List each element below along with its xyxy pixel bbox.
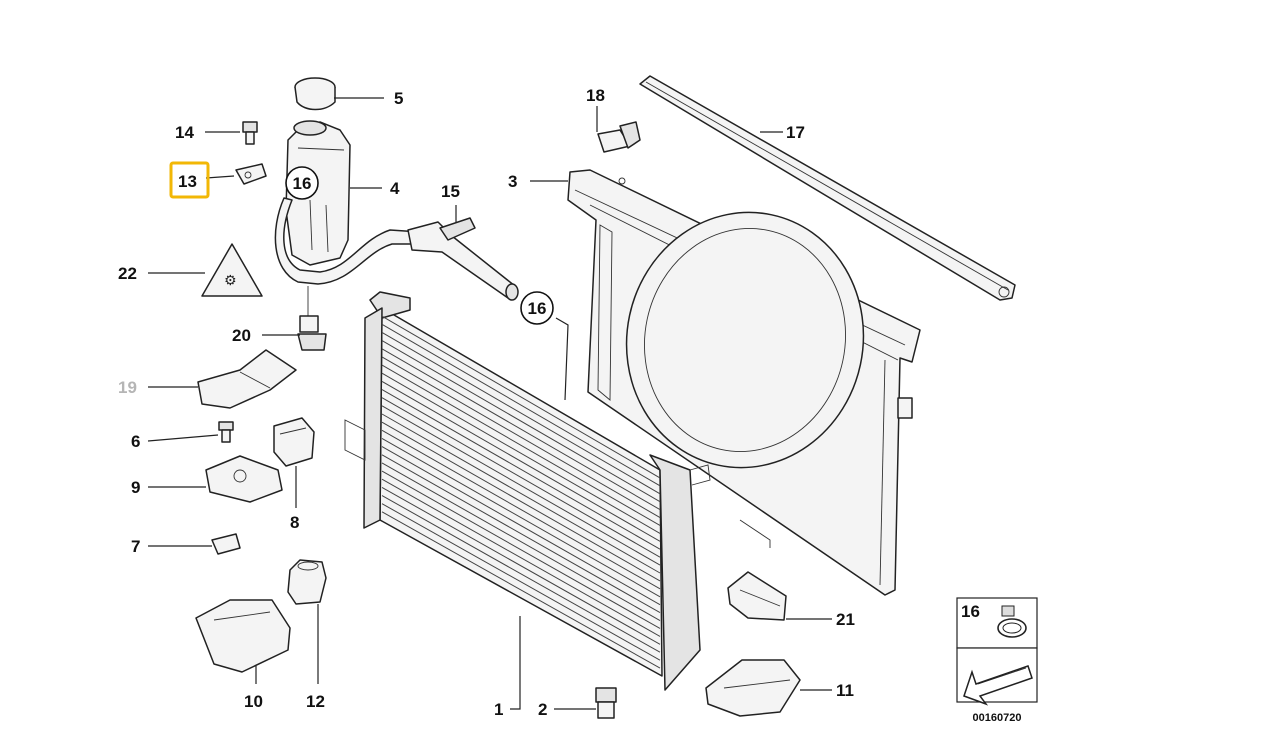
label-8[interactable]: 8 — [290, 513, 299, 532]
label-18[interactable]: 18 — [586, 86, 605, 105]
hose-part-15[interactable] — [407, 217, 519, 301]
label-1[interactable]: 1 — [494, 700, 503, 719]
svg-text:⚙: ⚙ — [224, 273, 237, 289]
legend-box: 16 00160720 — [956, 597, 1038, 724]
label-5[interactable]: 5 — [394, 89, 403, 108]
label-19[interactable]: 19 — [118, 378, 137, 397]
rubber-mount-part-8[interactable] — [273, 417, 315, 467]
label-6[interactable]: 6 — [131, 432, 140, 451]
label-7[interactable]: 7 — [131, 537, 140, 556]
label-22[interactable]: 22 — [118, 264, 137, 283]
label-9[interactable]: 9 — [131, 478, 140, 497]
radiator-fin — [381, 421, 661, 582]
radiator-fin — [381, 372, 661, 534]
radiator-fin — [381, 397, 661, 558]
radiator-fin — [381, 315, 661, 479]
label-16-tank[interactable]: 16 — [293, 174, 312, 193]
bracket-part-21[interactable] — [727, 571, 787, 621]
screw-part-6[interactable] — [218, 421, 234, 443]
label-13[interactable]: 13 — [178, 172, 197, 191]
callout-circle-16-tank — [285, 166, 319, 200]
sensor-part-20[interactable] — [297, 286, 327, 351]
callout-circle-16-hose — [520, 291, 554, 325]
legend-label-16: 16 — [961, 602, 980, 621]
radiator-fin — [381, 413, 661, 574]
rubber-buffer-part-12[interactable] — [287, 559, 327, 605]
expansion-tank-cap-part-5[interactable] — [294, 77, 336, 111]
expansion-rivet-part-18[interactable] — [597, 121, 641, 153]
radiator-fin — [381, 364, 661, 526]
label-16-hose[interactable]: 16 — [528, 299, 547, 318]
radiator-fin — [381, 323, 661, 487]
radiator-fin — [381, 356, 661, 518]
air-duct-part-10[interactable] — [195, 599, 291, 673]
label-21[interactable]: 21 — [836, 610, 855, 629]
label-20[interactable]: 20 — [232, 326, 251, 345]
label-2[interactable]: 2 — [538, 700, 547, 719]
radiator-fin — [381, 511, 661, 669]
label-4[interactable]: 4 — [390, 179, 400, 198]
radiator-fin — [381, 438, 661, 598]
radiator-fin — [381, 470, 661, 629]
label-12[interactable]: 12 — [306, 692, 325, 711]
bracket-part-13[interactable] — [235, 163, 267, 185]
radiator-fin — [381, 429, 661, 590]
radiator-fin — [381, 380, 661, 542]
reference-arrow-icon — [963, 665, 1033, 706]
radiator-fin — [381, 332, 661, 495]
warning-label-part-22[interactable]: ⚙ — [201, 243, 263, 297]
bracket-part-19[interactable] — [197, 349, 297, 409]
radiator-fin — [381, 405, 661, 566]
clip-nut-part-7[interactable] — [211, 533, 241, 555]
drain-plug-part-2[interactable] — [595, 687, 617, 719]
hose-clamp-icon — [997, 605, 1027, 638]
radiator-part-1[interactable] — [344, 291, 711, 691]
air-duct-part-11[interactable] — [705, 659, 801, 717]
diagram-code: 00160720 — [973, 712, 1022, 724]
label-17[interactable]: 17 — [786, 123, 805, 142]
label-14[interactable]: 14 — [175, 123, 194, 142]
highlight-box-13 — [169, 161, 210, 199]
label-15[interactable]: 15 — [441, 182, 460, 201]
radiator-fin — [381, 503, 661, 661]
label-3[interactable]: 3 — [508, 172, 517, 191]
label-10[interactable]: 10 — [244, 692, 263, 711]
radiator-fin — [381, 478, 661, 637]
radiator-fin — [381, 486, 661, 645]
fan-shroud-part-3[interactable] — [567, 169, 921, 596]
expansion-tank-part-4[interactable] — [274, 120, 421, 285]
radiator-fin — [381, 495, 661, 653]
seal-strip-part-17[interactable] — [639, 75, 1016, 301]
radiator-fin — [381, 446, 661, 606]
label-11[interactable]: 11 — [836, 681, 854, 700]
mount-bracket-part-9[interactable] — [205, 455, 283, 503]
radiator-fin — [381, 340, 661, 503]
radiator-fin — [381, 454, 661, 614]
radiator-fin — [381, 462, 661, 621]
radiator-fin — [381, 389, 661, 550]
radiator-fin — [381, 348, 661, 511]
screw-part-14[interactable] — [242, 121, 258, 145]
